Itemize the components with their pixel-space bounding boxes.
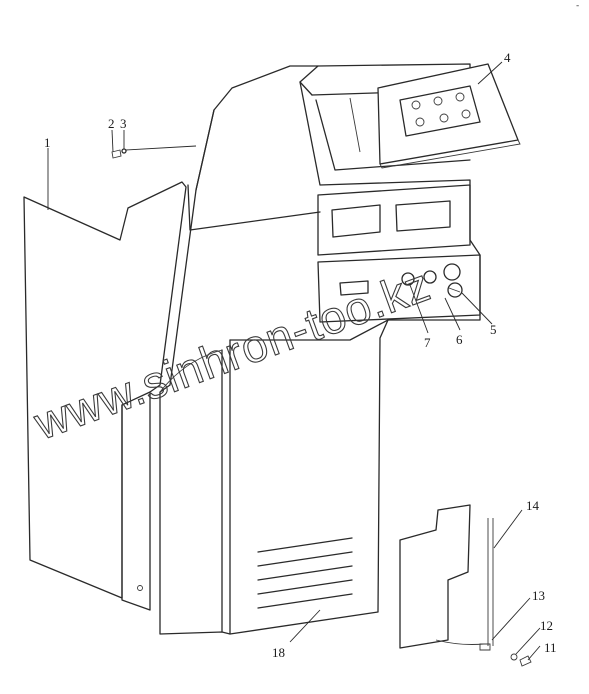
label-12: 12 [540, 618, 553, 633]
label-13: 13 [532, 588, 545, 603]
label-4: 4 [504, 50, 511, 65]
label-7: 7 [424, 335, 431, 350]
label-3: 3 [120, 116, 127, 131]
label-6: 6 [456, 332, 463, 347]
label-5: 5 [490, 322, 497, 337]
leader-lines [47, 61, 541, 661]
label-18: 18 [272, 645, 285, 660]
label-1: 1 [44, 135, 51, 150]
small-side-plate [399, 504, 532, 667]
corner-mark: - [576, 1, 579, 11]
screw-and-washer [111, 145, 197, 159]
part-labels: 1 2 3 4 5 6 7 11 12 13 14 18 [44, 50, 557, 660]
display-panel [377, 63, 521, 169]
label-14: 14 [526, 498, 540, 513]
cabinet-body [159, 63, 481, 635]
label-11: 11 [544, 640, 557, 655]
label-2: 2 [108, 116, 115, 131]
left-side-panel [23, 181, 187, 611]
